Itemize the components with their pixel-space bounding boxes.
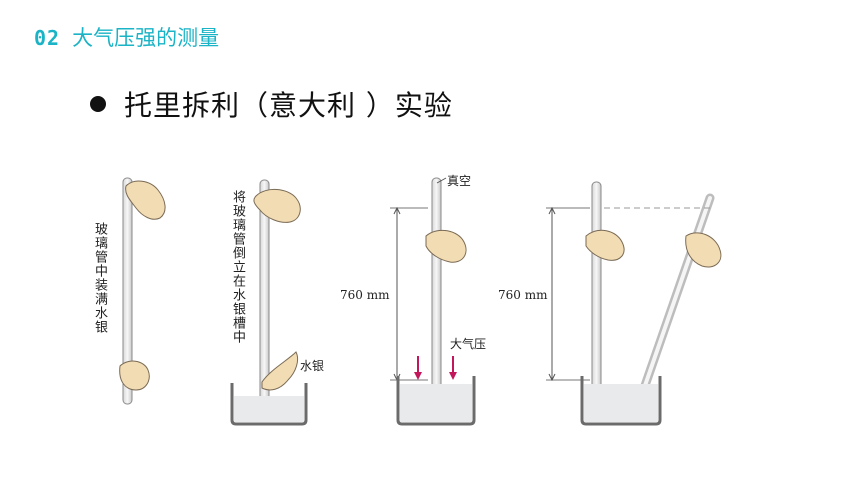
mercury-trough: [580, 376, 662, 426]
mercury-label: 水银: [300, 359, 325, 373]
glass-tube: [431, 177, 442, 405]
hand-icon: [261, 351, 299, 391]
section-header: 02 大气压强的测量: [34, 22, 219, 52]
mercury-surface: [584, 384, 658, 422]
section-number: 02: [34, 26, 61, 50]
hand-icon: [585, 229, 625, 261]
glass-tube: [591, 181, 602, 405]
mercury-trough: [230, 383, 308, 426]
step2-label: 将玻璃管倒立在水银槽中: [230, 190, 245, 344]
height-label-1: 760 mm: [340, 288, 390, 302]
step1-label: 玻璃管中装满水银: [92, 222, 107, 334]
mercury-surface: [234, 396, 304, 422]
height-label-2: 760 mm: [498, 288, 548, 302]
panel-1: [119, 177, 166, 405]
panel-3: [390, 177, 476, 426]
hand-icon: [119, 360, 150, 391]
mercury-trough: [396, 376, 476, 426]
vacuum-label: 真空: [447, 174, 472, 188]
hand-icon: [425, 229, 467, 263]
glass-tube: [122, 177, 133, 405]
bullet-item: 托里拆利（意大利 ）实验: [90, 84, 453, 124]
section-title: 大气压强的测量: [72, 26, 220, 50]
hand-icon: [253, 189, 301, 223]
bullet-text: 托里拆利（意大利 ）实验: [124, 89, 453, 122]
bullet-dot-icon: [90, 96, 106, 112]
panel-4: [546, 181, 722, 426]
atmospheric-pressure-label: 大气压: [450, 337, 487, 351]
hand-icon: [685, 232, 722, 268]
panel-2: [230, 179, 308, 426]
hand-icon: [125, 180, 166, 220]
mercury-surface: [400, 384, 472, 422]
